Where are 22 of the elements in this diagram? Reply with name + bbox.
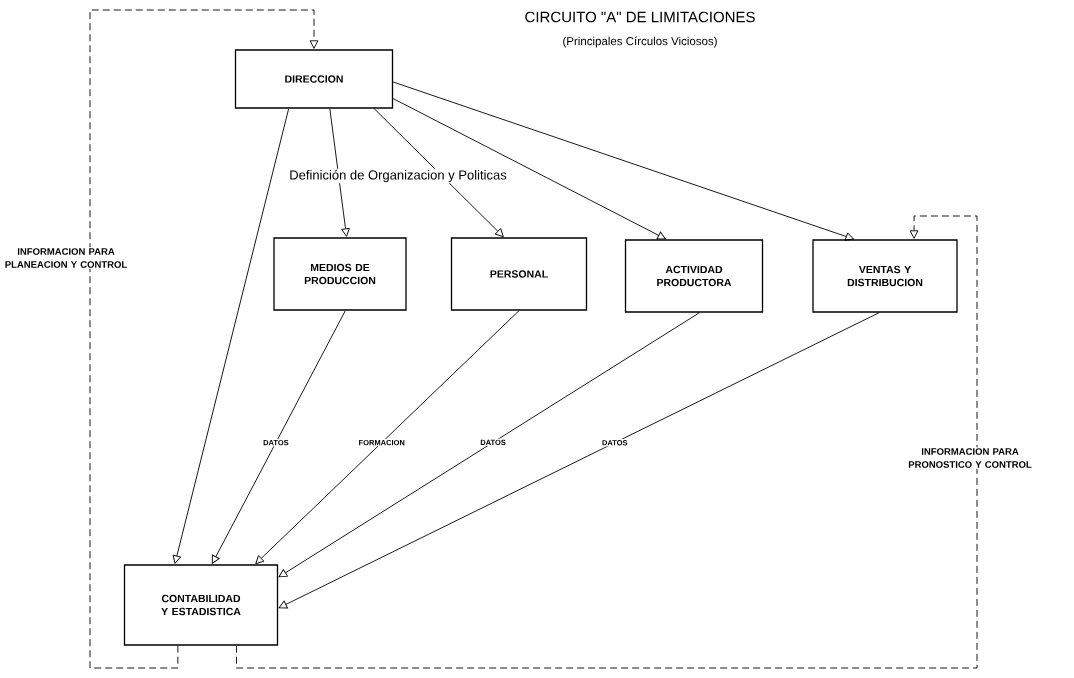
arrow — [236, 215, 978, 669]
annotation: Definición de Organizacion y Politicas — [288, 168, 508, 184]
arrow — [329, 108, 350, 237]
process-box: VENTAS Y DISTRIBUCION — [812, 239, 958, 313]
arrow — [278, 312, 700, 578]
process-box: MEDIOS DE PRODUCCION — [273, 237, 407, 311]
process-box: CONTABILIDAD Y ESTADISTICA — [123, 564, 279, 646]
arrow — [278, 312, 880, 609]
process-box: ACTIVIDAD PRODUCTORA — [624, 239, 764, 313]
subtitle: (Principales Círculos Viciosos) — [563, 36, 717, 48]
process-box: DIRECCION — [234, 49, 394, 109]
arrow — [255, 310, 520, 565]
edge-label: INFORMACION PARA PRONOSTICO Y CONTROL — [904, 447, 1036, 469]
arrow — [392, 98, 666, 240]
arrow — [373, 108, 504, 238]
arrow — [392, 81, 854, 241]
process-box: PERSONAL — [450, 237, 588, 311]
edge-label: INFORMACION PARA PLANEACION Y CONTROL — [0, 247, 132, 269]
arrow — [211, 310, 346, 564]
title: CIRCUITO "A" DE LIMITACIONES — [525, 11, 755, 23]
arrow — [172, 108, 290, 564]
arrow — [89, 9, 319, 669]
